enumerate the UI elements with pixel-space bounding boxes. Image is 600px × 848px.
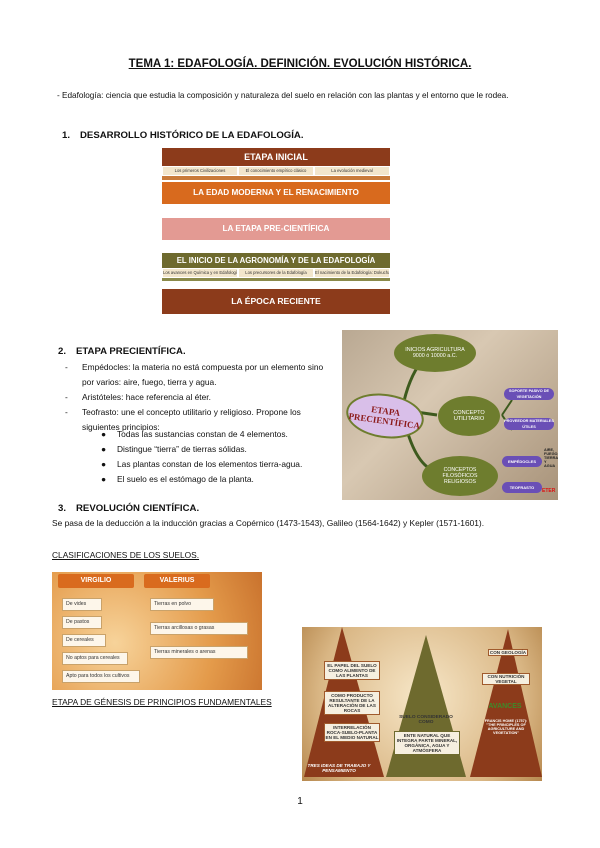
timeline-band-agronomia-sub: Los avances en Química y en Edafología L… <box>163 269 389 277</box>
valerius-item: Tierras arcillosas o grasas <box>150 622 248 635</box>
bullet-teofrasto: Teofrasto: une el concepto utilitario y … <box>82 407 301 432</box>
principio-item: Todas las sustancias constan de 4 elemen… <box>117 429 288 439</box>
bullet-dot: ● <box>101 429 107 439</box>
bullet-dot: ● <box>101 444 107 454</box>
virgilio-item: No aptos para cereales <box>62 652 128 665</box>
clasificaciones-diagram: VIRGILIO VALERIUS De vides De pastos De … <box>52 572 262 690</box>
bullet-dot: ● <box>101 459 107 469</box>
dash-marker: - <box>65 392 68 402</box>
bullet-aristoteles: Aristóteles: hace referencia al éter. <box>82 392 211 402</box>
principios-list: Todas las sustancias constan de 4 elemen… <box>117 427 347 487</box>
francis-home-text: FRANCIS HOME (1757): "THE PRINCIPLES OF … <box>484 719 528 735</box>
principio-item: El suelo es el estómago de la planta. <box>117 474 254 484</box>
right-box-2: CON NUTRICIÓN VEGETAL <box>482 673 530 685</box>
avances-label: AVANCES <box>488 703 522 710</box>
dash-marker: - <box>65 362 68 372</box>
side-text-elementos: AIRE, FUEGO, TIERRA Y AGUA <box>544 448 558 468</box>
right-box-1: CON GEOLOGÍA <box>488 649 528 656</box>
virgilio-item: De cereales <box>62 634 106 647</box>
valerius-item: Tierras en polvo <box>150 598 214 611</box>
valerius-item: Tierras minerales o arenas <box>150 646 248 659</box>
timeline-diagram: ETAPA INICIAL Los primeros Civilizacione… <box>162 148 390 314</box>
dash-marker: - <box>65 407 68 417</box>
section-3-heading: 3.REVOLUCIÓN CIENTÍFICA. <box>58 503 200 514</box>
col-virgilio: VIRGILIO <box>58 574 134 588</box>
center-box: ENTE NATURAL QUE INTEGRA PARTE MINERAL, … <box>394 731 460 755</box>
timeline-band-moderna: LA EDAD MODERNA Y EL RENACIMIENTO <box>162 182 390 204</box>
timeline-band-inicial: ETAPA INICIAL <box>162 148 390 166</box>
virgilio-item: De vides <box>62 598 102 611</box>
timeline-band-reciente: LA ÉPOCA RECIENTE <box>162 289 390 314</box>
principio-item: Distingue “tierra” de tierras sólidas. <box>117 444 247 454</box>
intro-paragraph: - Edafología: ciencia que estudia la com… <box>57 91 509 100</box>
left-box-3: INTERRELACIÓN ROCA-SUELO-PLANTA EN EL ME… <box>324 723 380 742</box>
timeline-band-inicial-sub: Los primeros Civilizaciones El conocimie… <box>162 167 390 175</box>
pill-empedocles: EMPÉDOCLES <box>502 456 542 467</box>
tag-eter: ETER <box>542 488 556 494</box>
page-title: TEMA 1: EDAFOLOGÍA. DEFINICIÓN. EVOLUCIÓ… <box>128 58 472 70</box>
pill-teofrasto: TEOFRASTO <box>502 482 542 493</box>
node-concepto-utilitario: CONCEPTO UTILITARIO <box>438 396 500 436</box>
precientifica-diagram: INICIOS AGRICULTURA 9000 ó 10000 a.C. ET… <box>342 330 558 500</box>
col-valerius: VALERIUS <box>144 574 210 588</box>
revolucion-text: Se pasa de la deducción a la inducción g… <box>52 518 485 528</box>
node-conceptos-filosoficos: CONCEPTOS FILOSÓFICOS RELIGIOSOS <box>422 456 498 496</box>
section-1-heading: 1.DESARROLLO HISTÓRICO DE LA EDAFOLOGÍA. <box>62 130 304 141</box>
timeline-band-precientifica: LA ETAPA PRE-CIENTÍFICA <box>162 218 390 240</box>
pill-proveedor-materiales: PROVEEDOR MATERIALES ÚTILES <box>504 418 554 430</box>
center-label: SUELO CONSIDERADO COMO <box>399 715 453 725</box>
timeline-band-agronomia: EL INICIO DE LA AGRONOMÍA Y DE LA EDAFOL… <box>162 253 390 268</box>
principio-item: Las plantas constan de los elementos tie… <box>117 459 303 469</box>
virgilio-item: De pastos <box>62 616 102 629</box>
virgilio-item: Apto para todos los cultivos <box>62 670 140 683</box>
left-box-1: EL PAPEL DEL SUELO COMO ALIMENTO DE LAS … <box>324 661 380 680</box>
bullet-dot: ● <box>101 474 107 484</box>
pill-soporte-pasivo: SOPORTE PASIVO DE VEGETACIÓN <box>504 388 554 400</box>
bullet-empedocles: Empédocles: la materia no está compuesta… <box>82 362 324 387</box>
clasificaciones-heading: CLASIFICACIONES DE LOS SUELOS. <box>52 550 200 560</box>
node-inicios-agricultura: INICIOS AGRICULTURA 9000 ó 10000 a.C. <box>394 334 476 372</box>
precientifica-bullets: Empédocles: la materia no está compuesta… <box>82 360 334 435</box>
section-2-heading: 2.ETAPA PRECIENTÍFICA. <box>58 346 186 357</box>
page-number: 1 <box>297 796 303 807</box>
tres-ideas-label: TRES IDEAS DE TRABAJO Y PENSAMIENTO <box>307 763 371 773</box>
genesis-heading: ETAPA DE GÉNESIS DE PRINCIPIOS FUNDAMENT… <box>52 697 272 707</box>
genesis-diagram: EL PAPEL DEL SUELO COMO ALIMENTO DE LAS … <box>302 627 542 781</box>
left-box-2: COMO PRODUCTO RESULTANTE DE LA ALTERACIÓ… <box>324 691 380 715</box>
